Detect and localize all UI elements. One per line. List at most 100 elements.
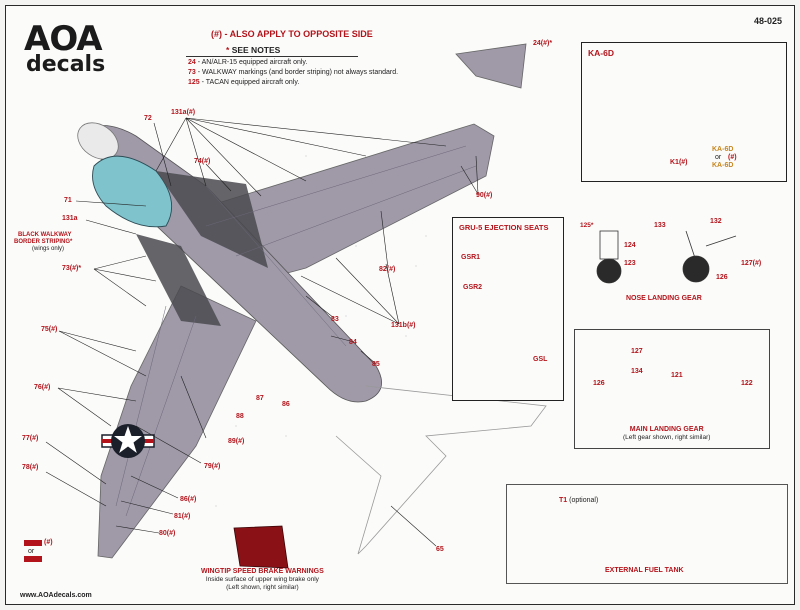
ka6d-inset: KA-6D K1(#) KA-6D or (#) KA-6D [581,42,787,182]
logo-decals-text: decals [26,52,106,77]
label-75: 75(#) [41,326,58,333]
walkway-panel-upper [156,171,268,268]
label-ka6d-b: KA-6D [712,162,734,169]
nose-radome [77,122,119,160]
wingtip-caption: WINGTIP SPEED BRAKE WARNINGS Inside surf… [201,568,324,591]
label-125: 125* [580,222,594,229]
canopy [92,155,173,228]
label-ka6d-hash: (#) [728,154,737,161]
label-t1: T1 (optional) [559,497,598,504]
label-walkway-3: (wings only) [32,246,65,252]
label-k1: K1(#) [670,159,688,166]
nose-gear-caption: NOSE LANDING GEAR [626,295,702,302]
label-78: 78(#) [22,464,39,471]
label-ka6d-or: or [715,154,722,161]
label-121: 121 [671,372,683,379]
label-126-main: 126 [593,380,605,387]
main-gear-caption: MAIN LANDING GEAR (Left gear shown, righ… [623,426,710,441]
wingtip-fold-part [455,43,527,89]
label-134: 134 [631,368,643,375]
sheet-number: 48-025 [753,16,782,26]
label-gsr1: GSR1 [461,254,481,261]
ejection-seats-inset: GRU-5 EJECTION SEATS GSR1 GSR2 GSL [452,217,564,401]
nose-gear-drawing [596,230,737,284]
label-126-nose: 126 [716,274,728,281]
wingtip-caption-sub1: Inside surface of upper wing brake only [205,576,319,583]
label-ka6d-a: KA-6D [712,146,734,153]
main-gear-caption-title: MAIN LANDING GEAR [629,426,704,433]
left-wing [97,285,257,559]
wingtip-caption-title: WINGTIP SPEED BRAKE WARNINGS [201,568,324,575]
label-88: 88 [236,413,244,420]
label-86: 86 [282,401,290,408]
label-124: 124 [624,242,636,249]
label-89: 89(#) [228,438,245,445]
opposite-side-note-text: (#) - ALSO APPLY TO OPPOSITE SIDE [211,29,373,39]
note-125-num: 125 [188,79,200,86]
label-t1-code: T1 [559,497,568,504]
see-notes-asterisk: * [226,45,230,55]
main-gear-caption-sub: (Left gear shown, right similar) [623,434,711,441]
ka6d-title: KA-6D [588,48,614,58]
label-hash-bottom: (#) [44,539,53,546]
label-86-hash: 86(#) [180,496,197,503]
fuel-tank-caption: EXTERNAL FUEL TANK [605,567,684,574]
label-24: 24(#)* [533,40,553,47]
bottom-left-red-swatch-2 [24,556,42,562]
website-url: www.AOAdecals.com [20,592,92,599]
label-87: 87 [256,395,264,402]
label-127-nose: 127(#) [741,260,762,267]
seats-title: GRU-5 EJECTION SEATS [459,223,549,232]
star-insignia [101,424,155,458]
tail-outline [335,385,547,555]
panel-lines [115,145,477,517]
label-81: 81(#) [174,513,191,520]
label-72: 72 [144,115,152,122]
label-walkway-1: BLACK WALKWAY [18,232,72,238]
label-131b: 131b(#) [391,322,416,329]
note-24-text: - AN/ALR-15 equipped aircraft only. [195,59,308,66]
wingtip-warning-decal [233,525,289,569]
label-131a: 131a [62,215,78,222]
walkway-panel-lower [136,234,221,326]
label-gsl: GSL [533,356,548,363]
label-83: 83 [331,316,339,323]
note-24-num: 24 [188,59,196,66]
label-or-bottom: or [28,548,35,555]
label-77: 77(#) [22,435,39,442]
fuel-tank-inset: T1 (optional) EXTERNAL FUEL TANK [506,484,788,584]
label-79: 79(#) [204,463,221,470]
label-73: 73(#)* [62,265,82,272]
see-notes-label: SEE NOTES [231,45,281,55]
label-walkway-2: BORDER STRIPING* [14,239,73,245]
label-74: 74(#) [194,158,211,165]
label-t1-note: (optional) [567,497,599,504]
note-73-text: - WALKWAY markings (and border striping)… [195,69,399,76]
label-132: 132 [710,218,722,225]
bottom-left-red-swatch [24,540,42,546]
main-gear-inset: 126 127 134 121 122 MAIN LANDING GEAR (L… [574,329,770,449]
decal-sheet: AOA decals 48-025 (#) - ALSO APPLY TO OP… [5,5,795,605]
note-125-text: - TACAN equipped aircraft only. [199,79,300,86]
label-133: 133 [654,222,666,229]
notes-divider [186,56,358,57]
label-80: 80(#) [159,530,176,537]
note-125: 125 - TACAN equipped aircraft only. [188,79,299,86]
label-127-main: 127 [631,348,643,355]
label-123: 123 [624,260,636,267]
opposite-side-note: (#) - ALSO APPLY TO OPPOSITE SIDE [211,29,373,39]
note-73: 73 - WALKWAY markings (and border stripi… [188,69,398,76]
label-131a-top: 131a(#) [171,109,196,116]
logo-aoa-text: AOA [24,19,103,59]
label-76: 76(#) [34,384,51,391]
label-90: 90(#) [476,192,493,199]
label-85: 85 [372,361,380,368]
label-82: 82(#) [379,266,396,273]
label-65: 65 [436,546,444,553]
note-73-num: 73 [188,69,196,76]
wingtip-caption-sub2: (Left shown, right similar) [226,584,299,591]
label-71: 71 [64,197,72,204]
note-24: 24 - AN/ALR-15 equipped aircraft only. [188,59,307,66]
label-84: 84 [349,339,357,346]
label-122: 122 [741,380,753,387]
